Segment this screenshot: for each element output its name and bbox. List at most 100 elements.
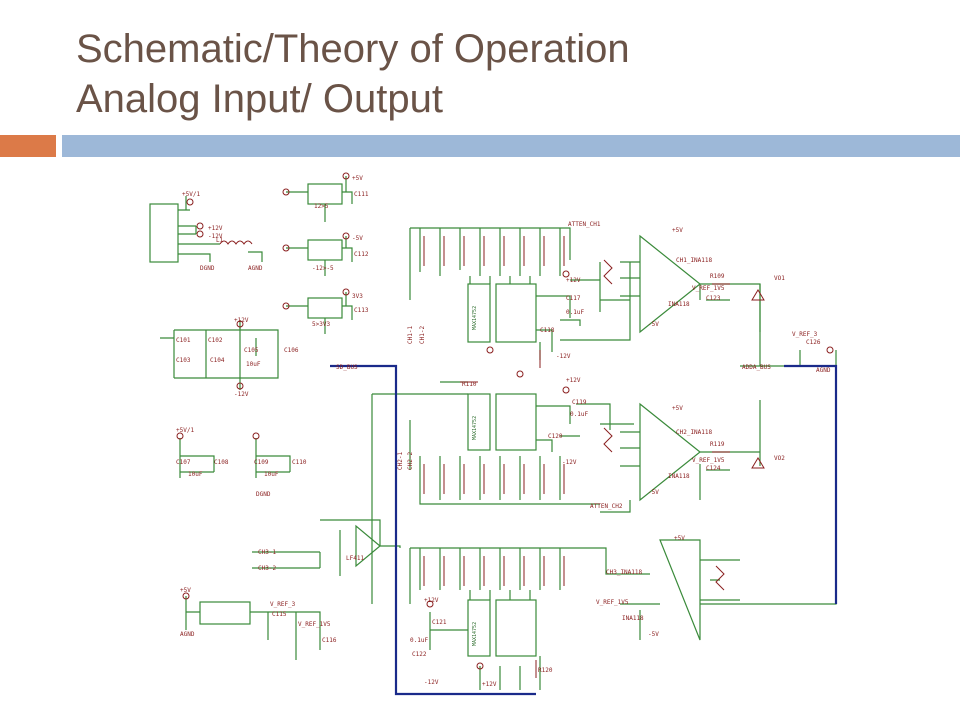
schematic-trace [700,366,837,605]
schematic-trace [286,176,353,222]
label-adda-bus: ADDA_BUS [742,364,771,371]
label-opamp: LF411 [346,555,364,562]
label-c110: C110 [292,459,307,466]
label-p5v-ch1: +5V [672,227,683,234]
label-c123: C123 [706,295,721,302]
schematic-trace [476,662,484,670]
ina-ch2 [639,402,701,502]
opamp-buffer [355,524,381,568]
regulator-3 [307,297,343,319]
label-01uf-m3: 0.1uF [410,637,428,644]
label-c103: C103 [176,357,191,364]
label-mux1: MAX14752 [472,306,478,330]
mux-ch1-body [495,283,537,343]
bus-lines [330,364,838,696]
label-p5v-ref: +5V [180,587,191,594]
schematic-trace [620,261,761,332]
label-p5v-ch3: +5V [674,535,685,542]
schematic-trace [570,547,650,575]
label-c117: C117 [566,295,581,302]
schematic-trace [371,381,600,604]
schematic-trace [255,438,291,478]
label-p12v-m2: +12V [566,377,581,384]
schematic-trace [185,596,321,660]
label-sd-bus: SD_BUS [336,364,358,371]
label-mux2: MAX14752 [472,416,478,440]
label-dgnd-2: DGND [256,491,271,498]
label-atten-ch2: ATTEN_CH2 [590,503,623,510]
label-p12v-m1: +12V [566,277,581,284]
slide-title-line-1: Schematic/Theory of Operation [76,27,630,71]
schematic-trace [486,346,494,354]
component-layer [176,172,834,678]
label-c102: C102 [208,337,223,344]
schematic-trace [603,259,725,591]
label-dgnd: DGND [200,265,215,272]
label-m5v: -5V [352,235,363,242]
label-c106: C106 [284,347,299,354]
label-p12v: +12V [208,225,223,232]
ina-ch1 [639,234,701,334]
accent-bar-blue [62,135,960,157]
label-reg1: 12>5 [314,203,329,210]
label-vo2: VO2 [774,455,785,462]
label-c124: C124 [706,465,721,472]
schematic-trace [516,370,524,378]
label-c126: C126 [806,339,821,346]
regulator-1 [307,183,343,205]
schematic-trace [560,262,631,341]
mux-ch3 [467,599,491,657]
label-c108: C108 [214,459,229,466]
label-r119: R119 [710,441,725,448]
label-p5v-reg1: +5V [352,175,363,182]
schematic-trace [620,559,740,640]
label-c120: C120 [548,433,563,440]
label-10uf-a: 10uF [188,471,203,478]
label-agnd-1: AGND [248,265,263,272]
label-c121: C121 [432,619,447,626]
label-c115: C115 [272,611,287,618]
schematic-trace [252,432,260,440]
wire-layer [149,176,837,690]
schematic-trace [286,236,353,276]
label-01uf-m1: 0.1uF [566,309,584,316]
accent-bar-orange [0,135,56,157]
schematic-trace [342,172,350,180]
label-ina2: INA118 [668,473,690,480]
label-ch3-2: CH3-2 [258,565,276,572]
schematic-trace [460,283,730,678]
schematic-trace [179,438,215,478]
label-c109: C109 [254,459,269,466]
label-vref1v5-ch3: V_REF_1V5 [596,599,629,606]
label-m5v-ch2: -5V [648,489,659,496]
schematic-trace [286,292,353,334]
label-m12v: -12V [208,233,223,240]
label-c119: C119 [572,399,587,406]
schematic-trace [252,519,381,576]
label-ch1-1: CH1-1 [407,326,414,344]
label-r109: R109 [710,273,725,280]
label-c101: C101 [176,337,191,344]
schematic-trace [178,209,211,262]
label-atten-ch1: ATTEN_CH1 [568,221,601,228]
schematic-trace [409,547,570,604]
ina-ch3 [659,539,701,641]
label-vref1v5-ch1: V_REF_1V5 [692,285,725,292]
label-ch2-1: CH2-1 [397,452,404,470]
label-10uf-bank: 10uF [246,361,261,368]
schematic-trace [236,382,244,390]
schematic-trace [196,222,204,230]
label-3v3: 3V3 [352,293,363,300]
label-c113: C113 [354,307,369,314]
label-ch2-2: CH2-2 [407,452,414,470]
label-vref1v5-ch2: V_REF_1V5 [692,457,725,464]
power-connector [149,203,179,263]
label-vref1v5: V_REF_1V5 [298,621,331,628]
label-m5v-ch1: -5V [648,321,659,328]
schematic-trace [196,230,204,238]
label-01uf-m2: 0.1uF [570,411,588,418]
schematic-trace [536,405,580,452]
label-ch3-1: CH3-1 [258,549,276,556]
label-p12v-m3b: +12V [482,681,497,688]
schematic-trace [536,295,581,360]
